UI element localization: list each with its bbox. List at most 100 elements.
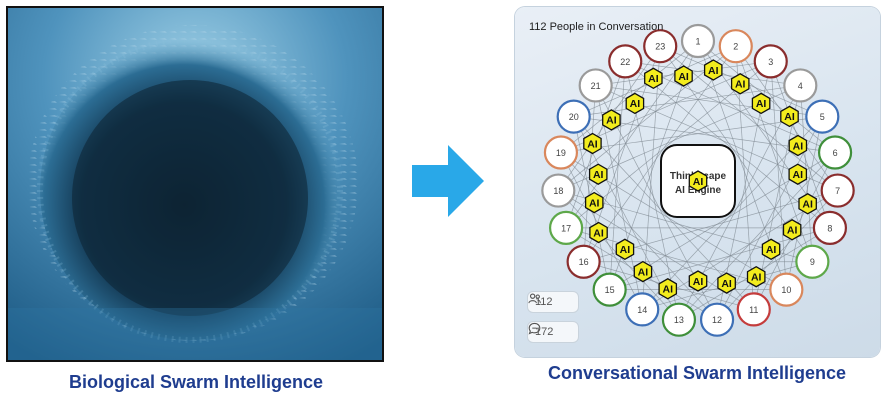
participant-number: 8 (827, 223, 832, 233)
participant-node[interactable]: 6 (817, 135, 853, 170)
ai-badge-icon: AI (584, 191, 604, 214)
participant-number: 9 (810, 257, 815, 267)
participant-node[interactable]: 16 (566, 244, 601, 279)
participant-number: 19 (556, 148, 566, 158)
svg-text:AI: AI (663, 284, 674, 296)
biological-swarm-caption: Biological Swarm Intelligence (68, 372, 324, 392)
people-icon (528, 293, 541, 304)
participant-number: 12 (712, 315, 722, 325)
svg-text:AI: AI (708, 65, 719, 77)
participants-count: 112 (535, 296, 553, 308)
participant-node[interactable]: 15 (592, 272, 627, 307)
participant-number: 5 (820, 112, 825, 122)
network-edge (625, 61, 831, 229)
conversational-swarm-caption: Conversational Swarm Intelligence (547, 363, 847, 383)
participant-node[interactable]: 12 (699, 302, 735, 337)
svg-text:AI: AI (756, 98, 767, 110)
participant-node[interactable]: 17 (548, 210, 584, 245)
participant-node[interactable]: 2 (718, 29, 753, 64)
participant-number: 7 (835, 186, 840, 196)
people-count-title: 112 People in Conversation (529, 21, 664, 33)
participant-node[interactable]: 21 (578, 68, 613, 103)
conversation-swarm-panel: ThinkScapeAI Engine123456789101112131415… (515, 7, 880, 357)
participant-number: 10 (781, 285, 791, 295)
svg-text:AI: AI (593, 227, 604, 239)
participant-node[interactable]: 11 (736, 292, 771, 327)
svg-text:AI: AI (784, 111, 795, 123)
svg-text:AI: AI (638, 266, 649, 278)
participant-node[interactable]: 19 (543, 135, 579, 170)
right-arrow-icon (412, 145, 484, 217)
svg-text:AI: AI (787, 225, 798, 237)
svg-text:AI: AI (802, 199, 813, 211)
svg-text:AI: AI (620, 244, 631, 256)
ai-badge-icon: AI (583, 132, 602, 155)
participant-node[interactable]: 3 (753, 44, 788, 79)
ai-badge-icon: AI (674, 65, 693, 87)
participant-node[interactable]: 23 (643, 29, 678, 64)
ai-badge-icon: AI (788, 134, 808, 157)
participant-node[interactable]: 18 (541, 173, 576, 208)
svg-text:AI: AI (630, 98, 641, 110)
ai-badge-icon: AI (717, 272, 736, 294)
messages-stat[interactable]: 172 (527, 321, 579, 343)
ai-badge-icon: AI (730, 73, 750, 95)
ai-badge-icon: AI (746, 265, 766, 288)
fish-swarm-image (8, 8, 382, 360)
ai-badge-icon: AI (588, 163, 608, 185)
participant-node[interactable]: 5 (805, 99, 840, 134)
ai-badge-icon: AI (782, 219, 802, 241)
network-edge (560, 116, 823, 153)
svg-text:AI: AI (721, 278, 732, 290)
ai-badge-icon: AI (788, 163, 808, 185)
ai-badge-icon: AI (644, 67, 663, 90)
participant-node[interactable]: 1 (680, 23, 716, 59)
ai-badge-icon: AI (633, 260, 653, 283)
participant-node[interactable]: 20 (556, 99, 591, 134)
participant-number: 6 (833, 148, 838, 158)
participant-number: 3 (768, 57, 773, 67)
svg-text:AI: AI (693, 176, 704, 188)
participant-number: 13 (674, 315, 684, 325)
network-edge (678, 152, 836, 320)
participant-node[interactable]: 8 (812, 210, 848, 245)
participant-node[interactable]: 22 (608, 44, 643, 79)
fish-swarm-photo (6, 6, 384, 362)
ai-badge-icon: AI (780, 105, 799, 128)
participant-node[interactable]: 4 (783, 68, 818, 103)
svg-text:AI: AI (793, 169, 804, 181)
svg-text:AI: AI (693, 276, 704, 288)
participant-number: 4 (798, 81, 803, 91)
participant-number: 22 (620, 57, 630, 67)
svg-text:AI: AI (735, 79, 746, 91)
svg-text:AI: AI (587, 138, 598, 150)
svg-text:AI: AI (593, 169, 604, 181)
ai-badge-icon: AI (798, 193, 817, 215)
participant-number: 2 (733, 42, 738, 52)
ai-badge-icon: AI (761, 238, 781, 261)
chat-bubble-icon (528, 322, 541, 335)
participant-node[interactable]: 10 (769, 272, 804, 307)
participant-node[interactable]: 9 (795, 244, 830, 279)
ai-badge-icon: AI (615, 238, 635, 261)
participant-number: 17 (561, 223, 571, 233)
svg-text:AI: AI (678, 71, 689, 83)
svg-text:AI: AI (766, 244, 777, 256)
network-edge (560, 152, 718, 320)
ai-engine-badge-icon: AI (688, 170, 708, 192)
svg-text:AI: AI (793, 140, 804, 152)
ai-badge-icon: AI (625, 92, 645, 115)
participants-stat[interactable]: 112 (527, 291, 579, 313)
participant-node[interactable]: 13 (661, 302, 697, 337)
network-edge (583, 45, 737, 262)
svg-text:AI: AI (751, 271, 762, 283)
ai-badge-icon: AI (703, 59, 723, 81)
participant-node[interactable]: 14 (625, 292, 660, 327)
participant-number: 18 (553, 186, 563, 196)
participant-number: 1 (695, 37, 700, 47)
ai-badge-icon: AI (602, 109, 621, 131)
participant-number: 16 (579, 257, 589, 267)
participant-node[interactable]: 7 (820, 173, 855, 208)
ai-badge-icon: AI (589, 221, 608, 244)
